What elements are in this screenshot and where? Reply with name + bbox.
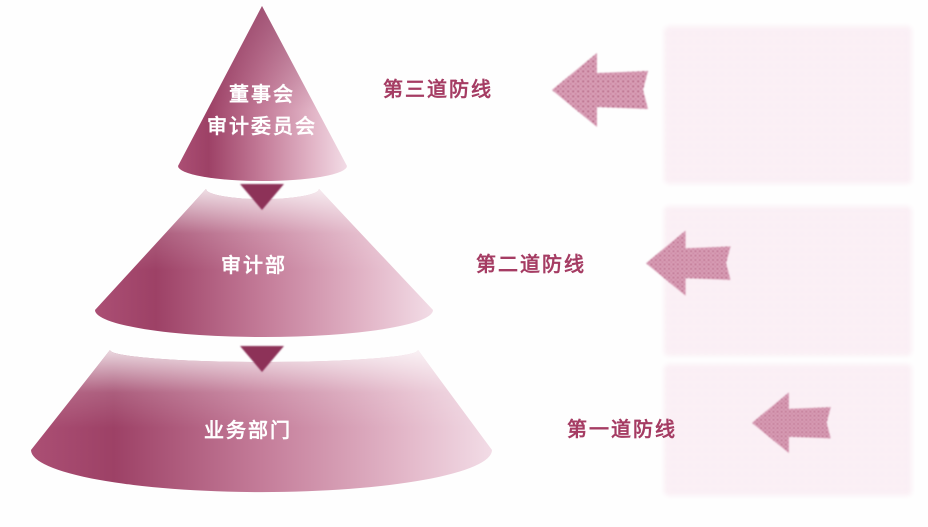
highlight-block-middle-texture: [664, 206, 912, 356]
tier-bottom-label: 业务部门: [204, 418, 292, 442]
defense-1-label: 第一道防线: [567, 417, 677, 441]
pyramid-tier-middle-highlight: [95, 189, 433, 337]
tier-top-label-line1: 董事会: [229, 82, 295, 106]
notch-middle-bottom: [240, 346, 284, 372]
defense-labels: 第三道防线 第二道防线 第一道防线: [383, 77, 677, 441]
pyramid-tier-top-shade: [178, 6, 347, 181]
highlight-block-top-texture: [664, 26, 912, 184]
defense-2-label: 第二道防线: [476, 252, 586, 276]
pyramid-tier-bottom-highlight: [31, 350, 492, 493]
tier-middle-label: 审计部: [221, 253, 287, 277]
left-arrow-icon: [552, 53, 648, 127]
defense-3-label: 第三道防线: [383, 77, 493, 101]
notch-top-middle: [240, 184, 284, 210]
pyramid: 董事会 审计委员会 审计部 业务部门: [31, 6, 492, 493]
tier-top-label-line2: 审计委员会: [207, 114, 317, 138]
